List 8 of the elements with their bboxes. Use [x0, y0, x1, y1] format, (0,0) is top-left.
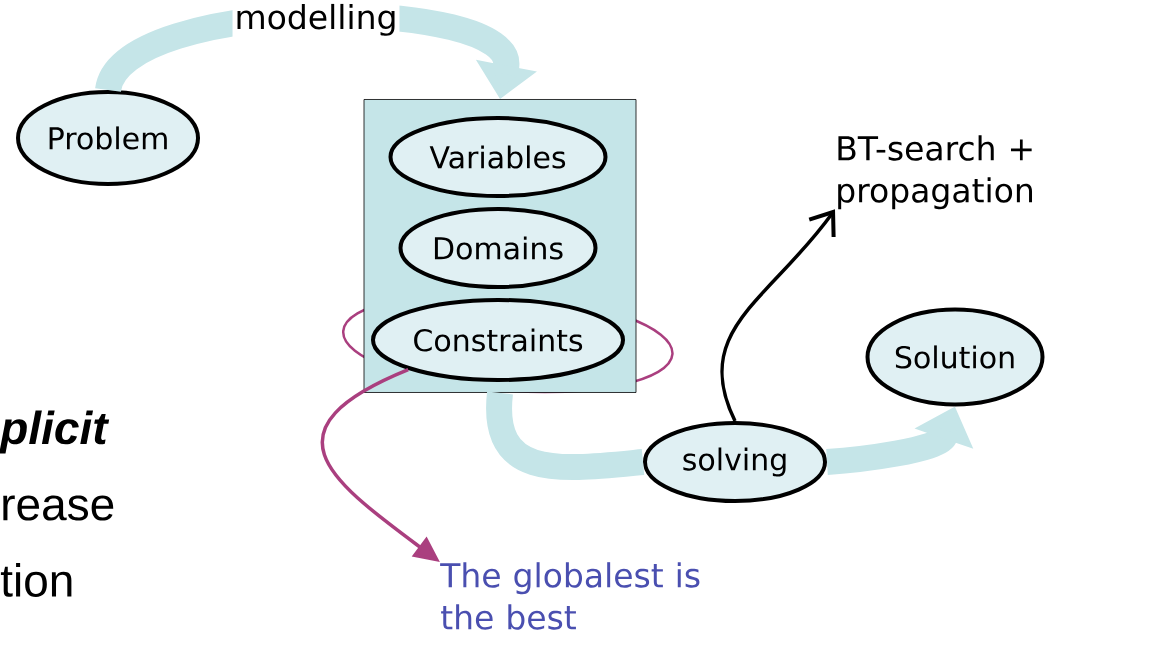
slide-text: plicit — [0, 410, 110, 454]
solving-loop: solving — [643, 421, 827, 503]
text-note: The globalest is the best — [440, 562, 700, 630]
edge-label: modelling — [232, 1, 400, 38]
hand-drawn-arrow — [720, 209, 836, 422]
slide-text: tion — [0, 563, 72, 597]
slide-text: rease — [3, 495, 114, 521]
text-note: BT-search + propagation — [838, 135, 1032, 210]
